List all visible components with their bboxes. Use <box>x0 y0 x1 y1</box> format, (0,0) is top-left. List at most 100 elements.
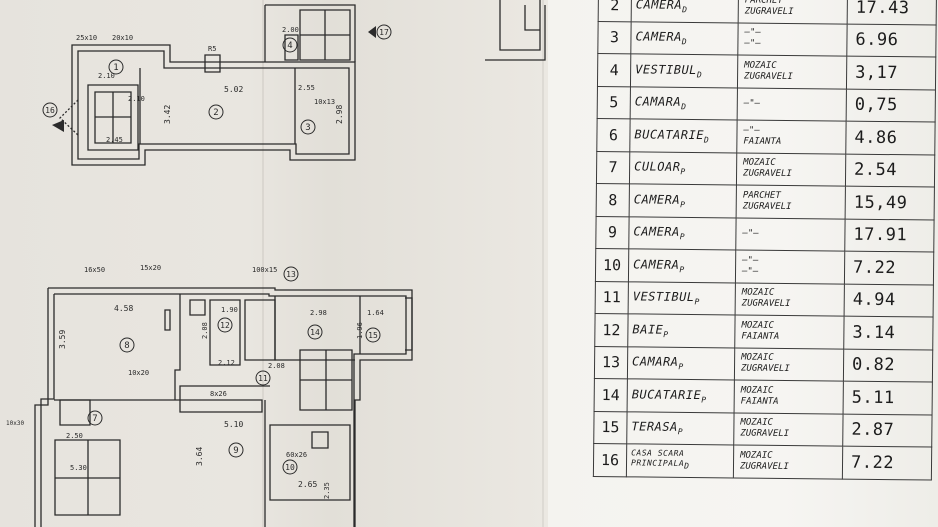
area-cell: 3.14 <box>843 316 934 350</box>
area-cell: 2.54 <box>845 153 935 188</box>
room-number: 7 <box>92 414 97 424</box>
room-name-cell: CAMERAD <box>630 21 739 55</box>
paper-fold <box>262 0 264 527</box>
lower-room-number-circles <box>87 266 381 475</box>
lower-floor-plan <box>34 287 413 527</box>
room-name: BUCATARIE <box>634 126 705 142</box>
area-cell: 15,49 <box>845 186 935 220</box>
finish-line: PARCHET <box>742 190 781 201</box>
plan-dimension: 15x20 <box>140 264 161 272</box>
room-number: 12 <box>220 321 230 330</box>
upper-room-labels: 25x10 20x10 5.02 3.42 2.98 2.10 2.55 2.4… <box>76 26 344 144</box>
finish-line: ZUGRAVELI <box>740 428 790 440</box>
plan-dimension: 5.10 <box>224 420 243 429</box>
plan-dimension: 10x30 <box>6 420 24 427</box>
finish-line: MOZAIC <box>744 60 777 71</box>
room-number: 4 <box>287 41 292 51</box>
room-name: VESTIBUL <box>632 289 695 305</box>
room-number-cell: 13 <box>594 345 628 379</box>
room-name-cell: BUCATARIEP <box>627 378 735 413</box>
room-name: CAMARA <box>634 94 682 109</box>
finish-line: ZUGRAVELI <box>740 363 790 375</box>
room-number-cell: 14 <box>594 378 628 412</box>
finish-line: —"— <box>743 98 761 109</box>
level-subscript: P <box>680 199 686 209</box>
room-number-cell: 9 <box>595 215 630 249</box>
plan-dimension: 2.08 <box>268 362 285 370</box>
plan-dimension: 8x26 <box>210 390 227 398</box>
room-name: CAMERA <box>633 224 680 239</box>
plan-dimension: R5 <box>208 45 216 53</box>
section-marker: 16 <box>45 106 55 115</box>
level-subscript: D <box>681 102 687 112</box>
plan-dimension: 5.02 <box>224 85 243 94</box>
plan-dimension: 4.58 <box>114 304 133 313</box>
level-subscript: P <box>694 297 700 307</box>
plan-dimension: 25x10 <box>76 34 97 42</box>
level-subscript: D <box>681 37 688 47</box>
area-cell: 5.11 <box>843 381 933 415</box>
plan-dimension: 2.45 <box>106 136 123 144</box>
finish-line: ZUGRAVELI <box>741 298 791 310</box>
plan-dimension: 60x26 <box>286 451 307 459</box>
room-name: CAMERA <box>635 29 682 44</box>
room-name: CAMARA <box>632 354 679 369</box>
finish-line: —"— <box>741 266 759 277</box>
area-cell: 7.22 <box>844 251 934 285</box>
room-number: 8 <box>124 341 129 351</box>
finish-cell: —"— <box>737 87 847 122</box>
room-name-cell: VESTIBULP <box>628 281 736 315</box>
room-number: 14 <box>310 328 320 337</box>
finish-line: ZUGRAVELI <box>743 168 792 180</box>
room-name: VESTIBUL <box>635 61 698 77</box>
finish-line: MOZAIC <box>740 385 774 396</box>
upper-floor-plan <box>59 0 546 166</box>
plan-dimension: 1.64 <box>367 309 384 317</box>
finish-line: —"— <box>742 255 759 266</box>
finish-line: —"— <box>744 38 761 49</box>
room-name-cell: CAMERAP <box>628 248 736 283</box>
level-subscript: D <box>696 69 703 80</box>
area-cell: 4.86 <box>845 121 936 155</box>
plan-dimension: 2.98 <box>310 309 327 317</box>
section-arrow-icon <box>368 26 376 38</box>
room-name-cell: TERASAP <box>626 411 735 445</box>
plan-dimension: 10x13 <box>314 98 335 106</box>
floor-plan-sheet <box>0 0 548 527</box>
finish-line: ZUGRAVELI <box>744 71 793 82</box>
room-number: 1 <box>113 63 118 73</box>
finish-line: —"— <box>742 228 759 239</box>
room-number-cell: 2 <box>598 0 632 22</box>
plan-dimension: 5.30 <box>70 464 87 472</box>
area-cell: 3,17 <box>846 56 936 90</box>
room-number: 2 <box>213 108 218 118</box>
room-name: CAMERA <box>633 256 680 272</box>
finish-line: FAIANTA <box>743 136 782 147</box>
room-name-cell: CAMARAP <box>627 346 735 380</box>
plan-dimension: 2.55 <box>298 84 315 92</box>
plan-dimension: 16x50 <box>84 266 105 274</box>
room-number: 9 <box>233 446 238 456</box>
room-schedule-sheet <box>548 0 938 527</box>
plan-dimension: 2.98 <box>335 105 344 124</box>
level-subscript: P <box>701 395 707 405</box>
room-number: 11 <box>258 374 268 383</box>
plan-dimension: 2.10 <box>98 72 115 80</box>
room-name: BUCATARIE <box>631 386 702 402</box>
room-number-cell: 5 <box>597 85 631 119</box>
plan-dimension: 3.59 <box>58 330 67 349</box>
plan-dimension: 2.12 <box>218 359 235 367</box>
